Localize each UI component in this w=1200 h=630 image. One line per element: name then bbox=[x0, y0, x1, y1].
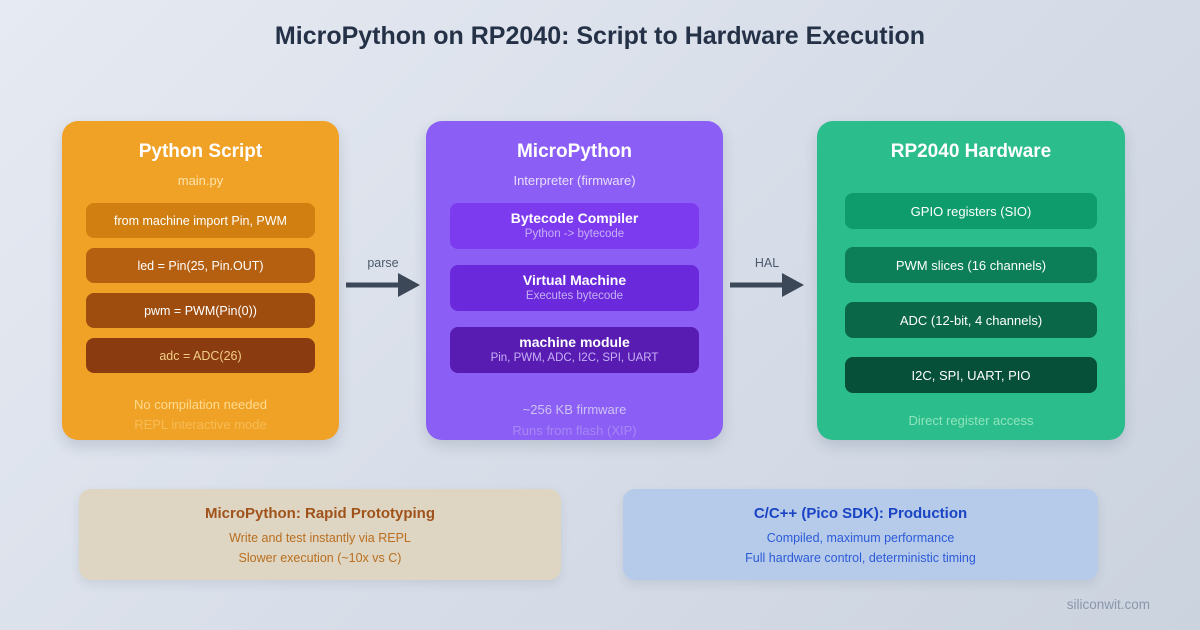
machine-module-title: machine module bbox=[519, 334, 630, 350]
bytecode-compiler-subtitle: Python -> bytecode bbox=[524, 228, 625, 240]
micropython-tradeoff-panel: MicroPython: Rapid Prototyping Write and… bbox=[79, 489, 561, 580]
virtual-machine-title: Virtual Machine bbox=[522, 272, 627, 288]
hal-arrow: HAL bbox=[730, 256, 804, 304]
parse-arrow: parse bbox=[346, 256, 420, 304]
cpp-tradeoff-line-performance: Compiled, maximum performance bbox=[766, 531, 955, 545]
virtual-machine-subtitle: Executes bytecode bbox=[525, 290, 624, 302]
right-arrow-icon bbox=[730, 273, 804, 297]
python-note-no-compilation: No compilation needed bbox=[134, 397, 267, 412]
python-script-card: Python Script main.py from machine impor… bbox=[62, 121, 339, 440]
code-line-led: led = Pin(25, Pin.OUT) bbox=[86, 248, 315, 283]
machine-module-block: machine module Pin, PWM, ADC, I2C, SPI, … bbox=[450, 327, 699, 373]
code-line-import: from machine import Pin, PWM bbox=[86, 203, 315, 238]
machine-module-subtitle: Pin, PWM, ADC, I2C, SPI, UART bbox=[490, 352, 659, 364]
right-arrow-icon bbox=[346, 273, 420, 297]
micropython-note-firmware-size: ~256 KB firmware bbox=[522, 402, 627, 417]
i2c-spi-uart-pio-block: I2C, SPI, UART, PIO bbox=[845, 357, 1097, 393]
micropython-tradeoff-line-repl: Write and test instantly via REPL bbox=[229, 531, 411, 545]
gpio-registers-block: GPIO registers (SIO) bbox=[845, 193, 1097, 229]
virtual-machine-block: Virtual Machine Executes bytecode bbox=[450, 265, 699, 311]
bytecode-compiler-title: Bytecode Compiler bbox=[510, 210, 639, 226]
cpp-tradeoff-panel: C/C++ (Pico SDK): Production Compiled, m… bbox=[623, 489, 1098, 580]
site-credit: siliconwit.com bbox=[1066, 597, 1150, 612]
hardware-note-register-access: Direct register access bbox=[908, 413, 1034, 428]
micropython-tradeoff-line-speed: Slower execution (~10x vs C) bbox=[238, 551, 402, 565]
adc-block: ADC (12-bit, 4 channels) bbox=[845, 302, 1097, 338]
page-title: MicroPython on RP2040: Script to Hardwar… bbox=[274, 22, 926, 50]
pwm-slices-block: PWM slices (16 channels) bbox=[845, 247, 1097, 283]
python-card-title: Python Script bbox=[138, 141, 263, 162]
micropython-card-title: MicroPython bbox=[516, 141, 633, 162]
hal-arrow-label: HAL bbox=[754, 256, 780, 270]
micropython-tradeoff-title: MicroPython: Rapid Prototyping bbox=[205, 505, 435, 522]
bytecode-compiler-block: Bytecode Compiler Python -> bytecode bbox=[450, 203, 699, 249]
rp2040-hardware-card: RP2040 Hardware GPIO registers (SIO) PWM… bbox=[817, 121, 1125, 440]
micropython-card: MicroPython Interpreter (firmware) Bytec… bbox=[426, 121, 723, 440]
hardware-card-title: RP2040 Hardware bbox=[890, 141, 1052, 162]
micropython-note-xip: Runs from flash (XIP) bbox=[512, 423, 637, 438]
cpp-tradeoff-line-control: Full hardware control, deterministic tim… bbox=[745, 551, 976, 565]
code-line-adc: adc = ADC(26) bbox=[86, 338, 315, 373]
parse-arrow-label: parse bbox=[367, 256, 399, 270]
micropython-card-subtitle: Interpreter (firmware) bbox=[513, 173, 636, 188]
cpp-tradeoff-title: C/C++ (Pico SDK): Production bbox=[753, 505, 968, 522]
python-note-repl: REPL interactive mode bbox=[134, 417, 267, 432]
code-line-pwm: pwm = PWM(Pin(0)) bbox=[86, 293, 315, 328]
python-card-filename: main.py bbox=[177, 173, 224, 188]
